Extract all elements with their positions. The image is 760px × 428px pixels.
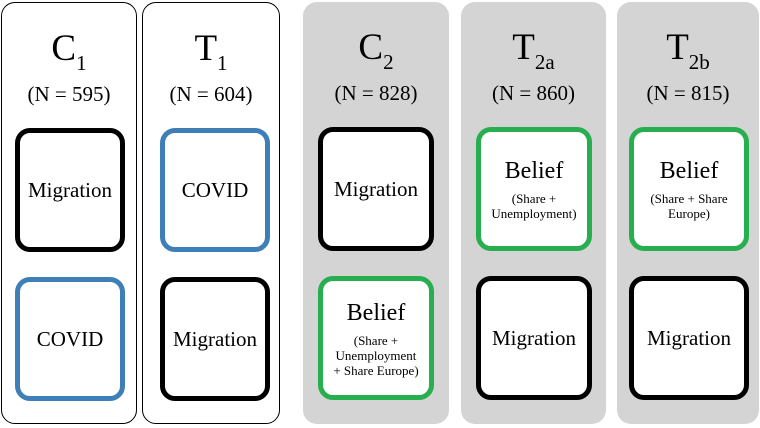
block-belief: Belief (Share + Unemployment) — [476, 127, 592, 251]
group-title-subscript: 1 — [76, 51, 87, 75]
group-t2a-panel: T2a (N = 860) Belief (Share + Unemployme… — [461, 2, 606, 424]
block-migration: Migration — [476, 276, 592, 400]
group-title-letter: C — [358, 27, 384, 68]
sample-size: (N = 860) — [492, 81, 575, 105]
group-c2-panel: C2 (N = 828) Migration Belief (Share + U… — [303, 2, 449, 424]
sample-size: (N = 815) — [646, 81, 730, 105]
block-label: Migration — [173, 327, 257, 351]
group-title-subscript: 2 — [383, 50, 394, 74]
block-label: Migration — [647, 326, 731, 350]
block-label: COVID — [181, 178, 249, 202]
group-title-subscript: 2b — [688, 50, 710, 74]
sample-size: (N = 828) — [334, 81, 418, 105]
block-detail: (Share + Unemployment) — [491, 191, 577, 221]
block-label: Migration — [334, 177, 418, 201]
block-label: Migration — [28, 178, 112, 202]
block-label: Belief — [504, 158, 564, 184]
group-title: C2 — [303, 27, 449, 73]
block-label: Belief — [659, 158, 719, 184]
block-migration: Migration — [15, 128, 125, 252]
block-label: Belief — [346, 299, 406, 326]
block-detail: (Share + Unemployment + Share Europe) — [333, 332, 419, 378]
group-title: T1 — [143, 28, 279, 74]
group-t1-panel: T1 (N = 604) COVID Migration — [142, 2, 280, 424]
block-covid: COVID — [15, 277, 125, 401]
sample-size: (N = 604) — [169, 82, 253, 106]
group-t2b-panel: T2b (N = 815) Belief (Share + Share Euro… — [617, 2, 759, 424]
block-belief: Belief (Share + Share Europe) — [629, 127, 749, 251]
block-label: Migration — [492, 326, 576, 350]
block-covid: COVID — [160, 128, 270, 252]
block-belief: Belief (Share + Unemployment + Share Eur… — [318, 276, 434, 400]
group-title-letter: T — [666, 27, 689, 68]
block-migration: Migration — [629, 276, 749, 400]
block-migration: Migration — [160, 277, 270, 401]
sample-size: (N = 595) — [27, 82, 111, 106]
group-title: T2b — [617, 27, 759, 73]
block-label: COVID — [36, 327, 104, 351]
group-c1-panel: C1 (N = 595) Migration COVID — [1, 2, 137, 424]
block-detail: (Share + Share Europe) — [650, 191, 728, 221]
group-title-subscript: 2a — [534, 50, 555, 74]
group-title: T2a — [461, 27, 606, 73]
group-title-subscript: 1 — [217, 51, 228, 75]
block-migration: Migration — [318, 127, 434, 251]
group-title: C1 — [2, 28, 136, 74]
group-title-letter: C — [51, 28, 77, 69]
group-title-letter: T — [194, 28, 218, 69]
group-title-letter: T — [512, 27, 535, 68]
